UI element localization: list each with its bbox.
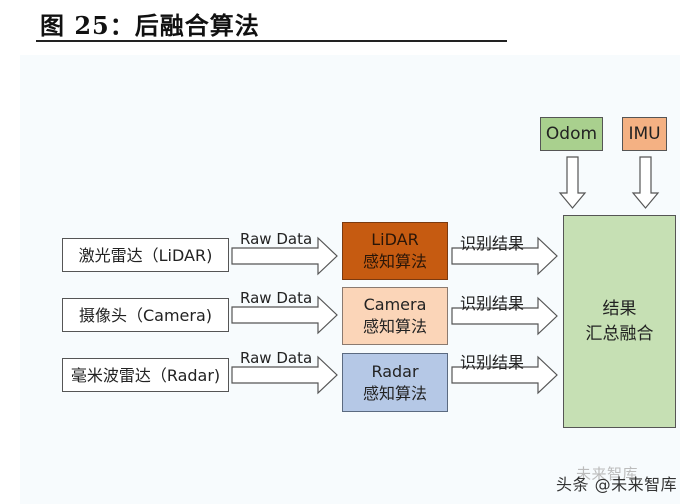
watermark-ghost-text: 未来智库 [576, 465, 639, 483]
sensor-camera-box: 摄像头（Camera) [62, 298, 229, 332]
raw-data-arrow-lidar [231, 236, 338, 276]
result-arrow-camera [451, 296, 558, 336]
raw-data-label-radar: Raw Data [240, 349, 313, 367]
result-arrow-radar [451, 355, 558, 395]
sensor-lidar-box: 激光雷达（LiDAR) [62, 238, 229, 272]
raw-data-arrow-radar [231, 355, 338, 395]
title-underline [36, 40, 507, 42]
result-label-lidar: 识别结果 [460, 234, 525, 253]
imu-box: IMU [622, 117, 667, 151]
sensor-camera-label: 摄像头（Camera) [78, 305, 213, 325]
result-label-camera: 识别结果 [460, 294, 525, 313]
raw-data-label-lidar: Raw Data [240, 230, 313, 248]
algo-lidar-box: LiDAR 感知算法 [342, 222, 448, 280]
raw-data-label-camera: Raw Data [240, 289, 313, 307]
raw-data-arrow-camera [231, 295, 338, 335]
imu-label: IMU [628, 123, 661, 144]
algo-camera-desc: 感知算法 [362, 317, 427, 336]
fusion-box: 结果 汇总融合 [563, 215, 676, 428]
fusion-line1: 结果 [602, 298, 637, 319]
imu-down-arrow [631, 156, 660, 209]
odom-label: Odom [545, 123, 598, 144]
odom-down-arrow [558, 156, 587, 209]
algo-radar-desc: 感知算法 [362, 383, 427, 403]
algo-camera-name: Camera [363, 295, 427, 314]
sensor-radar-box: 毫米波雷达（Radar) [62, 358, 229, 392]
watermark-text: 头条 @未来智库 [556, 475, 678, 494]
watermark: 未来智库 头条 @未来智库 [556, 465, 678, 495]
algo-radar-name: Radar [371, 361, 419, 381]
odom-box: Odom [540, 117, 603, 151]
algo-lidar-name: LiDAR [371, 230, 419, 249]
result-arrow-lidar [451, 236, 558, 276]
algo-lidar-desc: 感知算法 [362, 252, 427, 271]
sensor-lidar-label: 激光雷达（LiDAR) [78, 245, 213, 265]
fusion-line2: 汇总融合 [585, 323, 654, 344]
algo-radar-box: Radar 感知算法 [342, 353, 448, 412]
result-label-radar: 识别结果 [460, 353, 525, 372]
sensor-radar-label: 毫米波雷达（Radar) [70, 365, 221, 385]
algo-camera-box: Camera 感知算法 [342, 287, 448, 345]
figure-title: 图 25：后融合算法 [40, 11, 260, 40]
